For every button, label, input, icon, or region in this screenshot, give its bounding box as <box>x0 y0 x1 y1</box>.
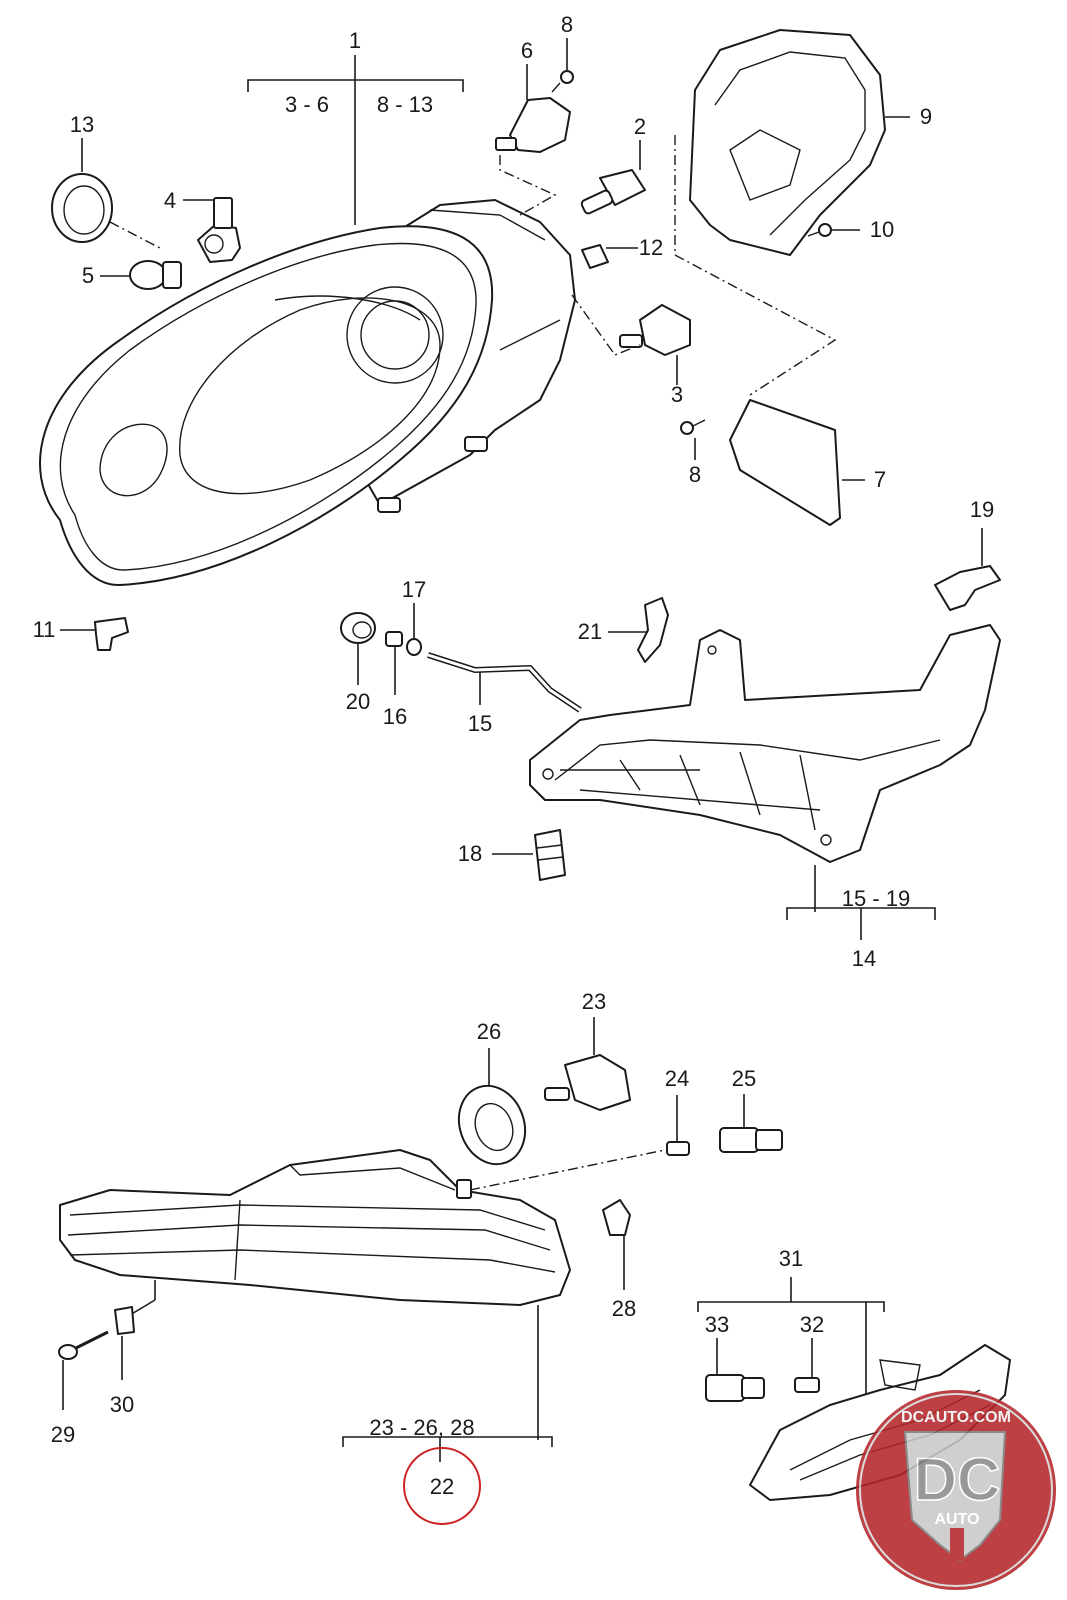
label-19: 19 <box>970 497 994 522</box>
label-1-range-a: 3 - 6 <box>285 92 329 117</box>
label-26: 26 <box>477 1019 501 1044</box>
callout-group-1: 1 3 - 6 8 - 13 <box>247 28 464 225</box>
label-21: 21 <box>578 619 602 644</box>
label-28: 28 <box>612 1296 636 1321</box>
label-20: 20 <box>346 689 370 714</box>
label-18: 18 <box>458 841 482 866</box>
label-32: 32 <box>800 1312 824 1337</box>
label-9: 9 <box>920 104 932 129</box>
label-13: 13 <box>70 112 94 137</box>
part-18-bushing: 18 <box>458 829 566 881</box>
part-4-socket: 4 <box>164 188 241 263</box>
label-17: 17 <box>402 577 426 602</box>
part-14-support-bracket: 15 - 19 14 <box>529 624 1001 971</box>
label-2: 2 <box>634 114 646 139</box>
label-33: 33 <box>705 1312 729 1337</box>
part-15-rod: 15 <box>427 652 582 736</box>
watermark-letters: DC <box>914 1446 1001 1513</box>
part-3-bulb: 3 <box>571 294 691 407</box>
part-25-socket: 25 <box>719 1066 783 1153</box>
part-20-grommet: 20 <box>340 612 376 714</box>
label-30: 30 <box>110 1392 134 1417</box>
part-26-seal: 26 <box>457 1019 527 1166</box>
part-10-screw: 10 <box>807 217 894 242</box>
label-23: 23 <box>582 989 606 1014</box>
label-14: 14 <box>852 946 876 971</box>
label-1-range-b: 8 - 13 <box>377 92 433 117</box>
label-5: 5 <box>82 263 94 288</box>
part-22-front-lamp: 23 - 26, 28 22 <box>59 1149 666 1525</box>
label-11: 11 <box>33 617 56 642</box>
part-19-clip: 19 <box>934 497 1001 611</box>
part-16-bushing: 16 <box>383 631 407 729</box>
label-12: 12 <box>639 235 663 260</box>
label-4: 4 <box>164 188 176 213</box>
label-22-range: 23 - 26, 28 <box>369 1415 474 1440</box>
label-8b: 8 <box>689 462 701 487</box>
label-1: 1 <box>349 28 361 53</box>
part-7-cover-plate: 7 <box>729 399 886 526</box>
label-25: 25 <box>732 1066 756 1091</box>
part-17-nut: 17 <box>402 577 426 656</box>
part-23-bulb: 23 <box>544 989 631 1111</box>
highlight-circle-22 <box>403 1447 481 1525</box>
part-24-bulb: 24 <box>665 1066 690 1156</box>
label-16: 16 <box>383 704 407 729</box>
part-29-screw: 29 <box>51 1330 109 1447</box>
label-8a: 8 <box>561 12 573 37</box>
label-31: 31 <box>779 1246 803 1271</box>
label-6: 6 <box>521 38 533 63</box>
headlight-assembly <box>39 199 576 587</box>
part-21-tab: 21 <box>578 597 669 663</box>
label-29: 29 <box>51 1422 75 1447</box>
part-32-bulb: 32 <box>794 1312 824 1393</box>
watermark-sub: AUTO <box>934 1511 979 1528</box>
label-22: 22 <box>430 1474 454 1499</box>
label-24: 24 <box>665 1066 689 1091</box>
part-6-actuator: 6 <box>495 38 571 216</box>
part-30-clip: 30 <box>110 1306 135 1417</box>
part-5-bulb: 5 <box>82 260 182 290</box>
part-9-cover: 9 <box>674 29 932 396</box>
part-28-clip: 28 <box>602 1199 636 1321</box>
part-8-screw-lower: 8 <box>680 419 706 487</box>
part-13-cap: 13 <box>51 112 161 249</box>
watermark-site: DCAUTO.COM <box>901 1409 1011 1426</box>
watermark-logo: DCAUTO.COM DC AUTO <box>856 1390 1056 1590</box>
part-33-socket: 33 <box>705 1312 765 1402</box>
label-10: 10 <box>870 217 894 242</box>
label-7: 7 <box>874 467 886 492</box>
part-8-screw-top: 8 <box>551 12 574 93</box>
part-12-clip: 12 <box>581 235 663 269</box>
label-15: 15 <box>468 711 492 736</box>
part-11-clip: 11 <box>33 617 129 651</box>
label-3: 3 <box>671 382 683 407</box>
part-2-bulb: 2 <box>580 114 646 215</box>
label-14-range: 15 - 19 <box>842 886 911 911</box>
